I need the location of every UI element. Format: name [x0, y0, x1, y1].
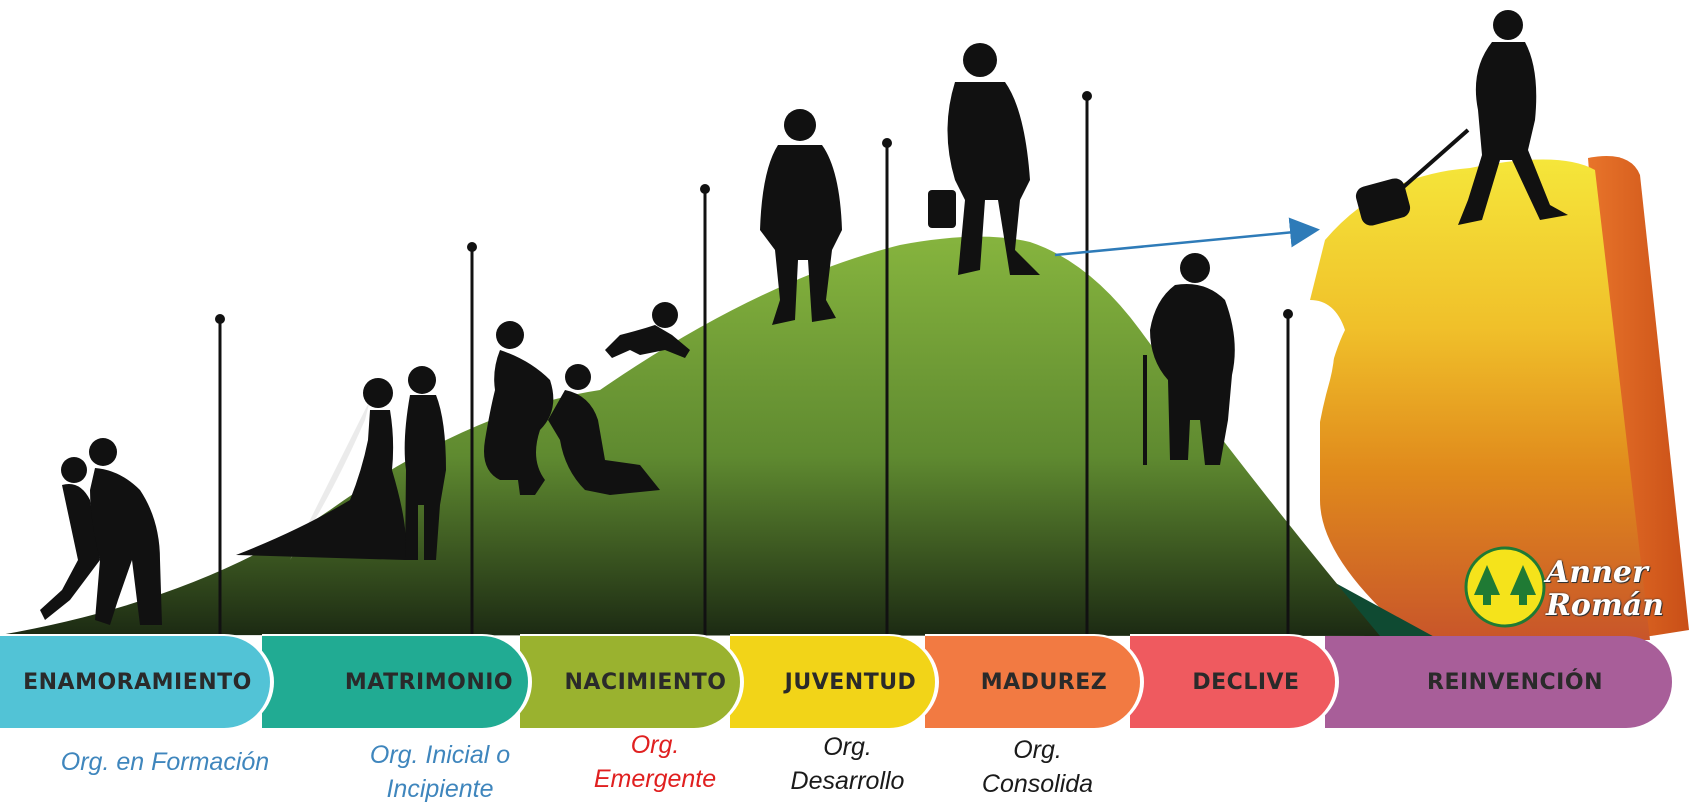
stage-label-matrimonio: MATRIMONIO [344, 669, 514, 695]
band-segment-6 [1130, 636, 1335, 728]
org-label-incipiente: Org. Inicial o Incipiente [340, 738, 540, 806]
band-segment-5 [925, 636, 1140, 728]
reinvention-book [1290, 156, 1689, 640]
org-label-formacion: Org. en Formación [20, 745, 310, 779]
org-line: Org. [1013, 736, 1062, 764]
pin-2-head [467, 242, 477, 252]
silhouettes [40, 10, 1568, 625]
logo-name-line1: Anner [1546, 555, 1648, 590]
pin-6-head [1283, 309, 1293, 319]
stage-label-declive: DECLIVE [1192, 669, 1300, 695]
pin-3-head [700, 184, 710, 194]
org-line: Consolida [981, 770, 1094, 798]
logo-name-line2: Román [1546, 588, 1664, 623]
pregnant-couple-silhouette [484, 321, 660, 495]
band-segment-4 [730, 636, 935, 728]
org-line: Emergente [593, 765, 717, 793]
logo-circle [1464, 546, 1546, 628]
book-white-gap [1290, 300, 1335, 505]
reinvention-arrow [1054, 217, 1320, 257]
stage-band [0, 634, 1672, 730]
band-segment-7 [1325, 636, 1672, 728]
pin-5-head [1082, 91, 1092, 101]
book-pages [1310, 159, 1650, 640]
anner-roman-logo [1464, 546, 1546, 628]
businessman-silhouette [928, 43, 1040, 275]
book-spine [1588, 156, 1689, 640]
stage-label-enamoramiento: ENAMORAMIENTO [23, 669, 252, 695]
org-line: Org. [630, 731, 680, 759]
young-man-silhouette [760, 109, 842, 325]
stage-label-juventud: JUVENTUD [784, 669, 917, 695]
baby-silhouette [605, 302, 690, 358]
stage-pins [215, 91, 1293, 640]
stage-label-madurez: MADUREZ [980, 669, 1108, 695]
band-segment-1 [0, 636, 270, 728]
org-line: Org. Inicial o [369, 741, 511, 769]
tree-icon [1510, 565, 1536, 605]
org-label-consolida: Org. Consolida [955, 733, 1120, 801]
wedding-silhouette [236, 366, 446, 560]
stage-label-nacimiento: NACIMIENTO [564, 669, 727, 695]
org-line: Incipiente [386, 775, 494, 803]
tree-icon [1474, 565, 1500, 605]
stage-label-reinvencion: REINVENCIÓN [1427, 669, 1603, 695]
pin-4-head [882, 138, 892, 148]
org-line: Desarrollo [790, 767, 905, 795]
band-segment-2 [262, 636, 528, 728]
org-line: Org. en Formación [60, 748, 270, 776]
couple-silhouette [40, 438, 162, 625]
org-line: Org. [823, 733, 872, 761]
org-label-desarrollo: Org. Desarrollo [765, 730, 930, 798]
band-segment-3 [520, 636, 740, 728]
elderly-silhouette [1143, 253, 1235, 465]
pin-1-head [215, 314, 225, 324]
org-label-emergente: Org. Emergente [570, 728, 740, 796]
traveler-silhouette [1355, 10, 1568, 226]
